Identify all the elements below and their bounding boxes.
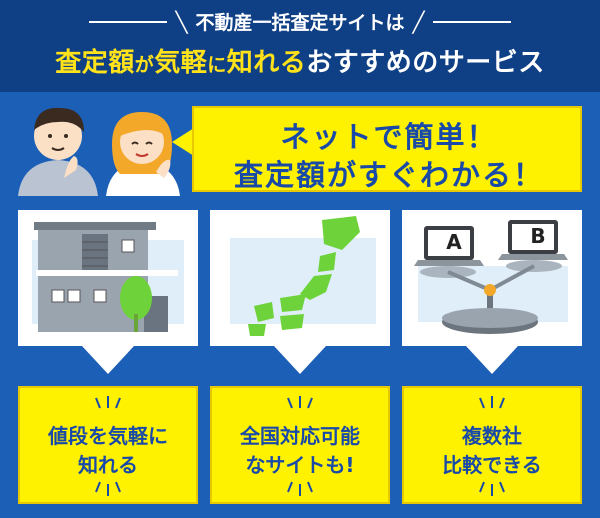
result-line-1: 複数社 [462,424,522,448]
result-line-2: 知れる [78,453,138,477]
headline-keyword-shireru: 知れる [226,48,307,78]
left-slash: ╲ [175,9,188,34]
panel-comparison: A B [402,210,582,346]
bubble-line-2: 査定額がすぐわかる！ [233,158,544,192]
bubble-line-1: ネットで簡単！ [280,120,498,154]
result-text-nationwide: 全国対応可能 なサイトも! [212,422,388,480]
woman-figure [106,112,180,196]
spark-lines-icon [95,396,121,496]
result-line-1: 全国対応可能 [240,424,360,448]
headline-particle-ga: が [134,54,155,76]
headline-keyword-kigaru: 気軽 [154,48,208,78]
result-box-compare: 複数社 比較できる [402,386,582,504]
laptop-b-label: B [530,224,546,248]
panel-house [18,210,198,346]
header-headline: 査定額が気軽に知れるおすすめのサービス [0,42,600,79]
right-rule [432,20,511,23]
result-line-2: 比較できる [442,453,542,477]
down-arrow-stem-3 [482,340,502,350]
laptop-a-label: A [446,230,462,254]
result-line-1: 値段を気軽に [48,424,168,448]
speech-bubble-tail [172,128,194,156]
right-slash: ╱ [412,9,425,34]
down-arrow-icon [466,346,518,374]
header-subtitle: 不動産一括査定サイトは [195,12,405,34]
japan-map-icon [230,216,376,336]
headline-rest: おすすめのサービス [306,48,545,78]
man-figure [18,107,98,196]
result-text-price: 値段を気軽に 知れる [20,422,196,480]
down-arrow-stem-1 [98,340,118,350]
down-arrow-icon [82,346,134,374]
people-illustration [18,107,180,196]
down-arrow-stem-2 [290,340,310,350]
left-rule [89,20,168,23]
result-text-compare: 複数社 比較できる [404,422,580,480]
header-subtitle-row: ╲ 不動産一括査定サイトは ╱ [0,8,600,35]
header-band: ╲ 不動産一括査定サイトは ╱ 査定額が気軽に知れるおすすめのサービス [0,0,600,92]
down-arrow-icon [274,346,326,374]
result-box-price: 値段を気軽に 知れる [18,386,198,504]
speech-bubble: ネットで簡単！ 査定額がすぐわかる！ [192,106,582,192]
headline-particle-ni: に [207,54,227,76]
result-box-nationwide: 全国対応可能 なサイトも! [210,386,390,504]
spark-lines-icon [479,396,505,496]
panel-japan-map [210,210,390,346]
comparison-scale-icon [414,220,568,334]
headline-keyword-satei: 査定額 [55,48,135,78]
spark-lines-icon [287,396,313,496]
house-building-icon [32,222,184,332]
result-line-2: なサイトも! [245,453,355,477]
